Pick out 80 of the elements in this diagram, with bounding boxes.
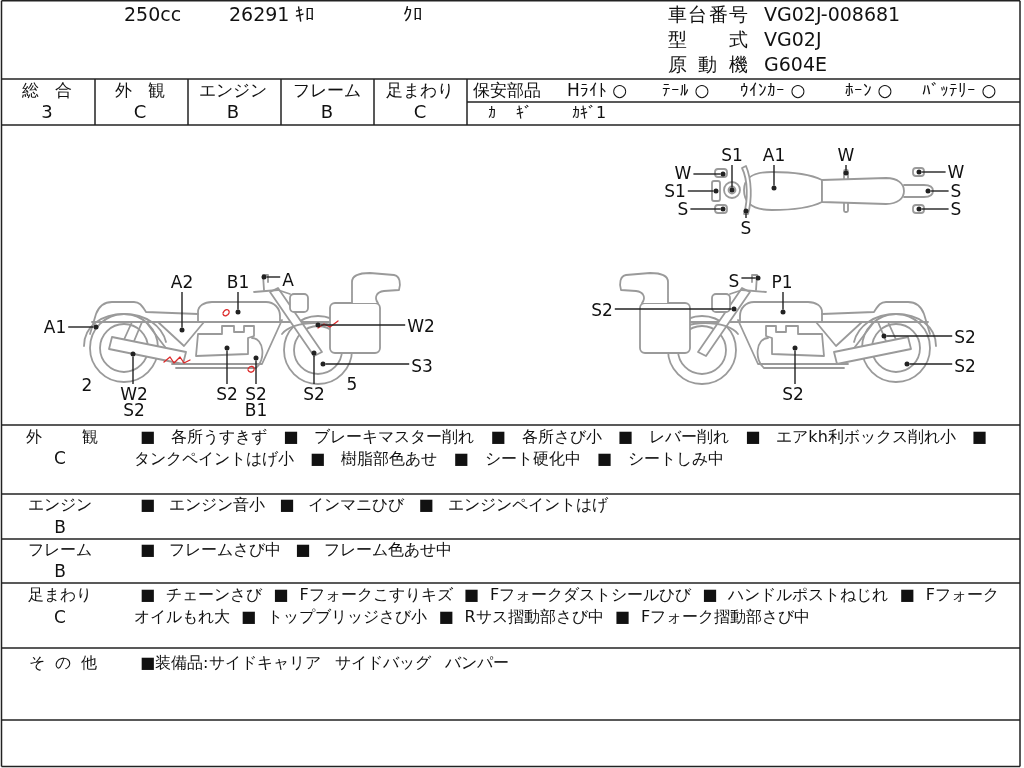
field-label: ｶ ｷﾞ <box>488 103 540 123</box>
field-value: ｶｷﾞ1 <box>572 103 607 123</box>
leader-line <box>908 363 953 365</box>
damage-code: S <box>740 220 752 236</box>
header-text: 26291 ｷﾛ <box>229 2 316 26</box>
damage-code: S2 <box>591 302 613 318</box>
damage-code: P1 <box>771 274 793 290</box>
field-label: 型 式 <box>668 27 748 51</box>
marker-dot <box>755 275 761 281</box>
damage-code: S <box>950 201 962 217</box>
marker-dot <box>881 333 887 339</box>
grade-value: B <box>54 560 66 582</box>
leader-line <box>687 190 715 192</box>
damage-code: S1 <box>664 183 686 199</box>
damage-code: S2 <box>122 402 146 418</box>
inspection-note: ■ チェーンさび ■ Fフォークこすりキズ ■ Fフォークダストシールひび ■ ハンドルポストねじれ ■ Fフォークオイルもれ大 ■ トップブリッジさび小 ■ Rサス摺動部さび中 ■ Fフォーク摺動部さび中 <box>134 584 1000 628</box>
damage-code: B1 <box>244 402 268 418</box>
inspection-note: ■ 各所うすきず ■ ブレーキマスター削れ ■ 各所さび小 ■ レバー削れ ■ エアkh利ボックス削れ小 ■ タンクペイントはげ小 ■ 樹脂部色あせ ■ シート硬化中 ■ シートしみ中 <box>134 426 988 470</box>
leader-line <box>885 335 953 337</box>
damage-code: A1 <box>762 147 786 163</box>
damage-code: S <box>677 201 689 217</box>
column-header: エンジン <box>199 79 267 101</box>
section-label: エンジン <box>28 495 92 515</box>
grade-value: C <box>133 101 147 123</box>
damage-code: S2 <box>782 386 804 402</box>
grade-value: B <box>320 101 334 123</box>
damage-code: S2 <box>954 358 976 374</box>
field-value: VG02J-008681 <box>764 2 901 26</box>
check-item: ﾃｰﾙ ○ <box>662 79 710 101</box>
grade-value: B <box>226 101 240 123</box>
grade-value: C <box>413 101 427 123</box>
column-header: 総 合 <box>22 79 72 101</box>
damage-code: S <box>950 183 962 199</box>
section-label: そ の 他 <box>29 653 97 673</box>
field-value: G604E <box>764 52 827 76</box>
column-header: 足まわり <box>386 79 454 101</box>
damage-code: S1 <box>721 147 743 163</box>
damage-code: S2 <box>244 386 268 402</box>
damage-code: W2 <box>407 318 435 334</box>
grade-value: C <box>54 447 66 469</box>
damage-code: S2 <box>216 386 238 402</box>
leader-line <box>614 308 733 310</box>
marker-dot <box>780 309 786 315</box>
damage-code: W2 <box>120 386 148 402</box>
damage-code: S2 <box>303 386 325 402</box>
damage-code: S3 <box>411 358 433 374</box>
leader-line <box>794 349 796 385</box>
leader-line <box>782 291 784 311</box>
damage-code: W <box>674 165 692 181</box>
check-item: ｳｲﾝｶｰ ○ <box>740 79 806 101</box>
field-value: VG02J <box>764 27 822 51</box>
field-label: 車台番号 <box>668 2 748 26</box>
damage-code: S <box>728 273 740 289</box>
section-label: 外 観 <box>26 427 98 447</box>
marker-dot <box>904 361 910 367</box>
inspection-note: ■装備品:サイドキャリア サイドバッグ バンパー <box>139 652 510 674</box>
field-label: 保安部品 <box>473 79 541 101</box>
check-item: Hﾗｲﾄ ○ <box>567 79 628 101</box>
grade-value: C <box>54 606 66 628</box>
column-header: フレーム <box>293 79 361 101</box>
marker-dot <box>731 306 737 312</box>
inspection-note: ■ エンジン音小 ■ インマニひび ■ エンジンペイントはげ <box>139 494 609 516</box>
grade-value: 3 <box>41 101 53 123</box>
damage-code: W <box>947 164 965 180</box>
column-header: 外 観 <box>115 79 165 101</box>
check-item: ﾎｰﾝ ○ <box>845 79 893 101</box>
section-label: フレーム <box>28 540 92 560</box>
field-label: 原 動 機 <box>668 52 748 76</box>
leader-line <box>740 277 757 279</box>
damage-code: W <box>837 147 855 163</box>
marker-dot <box>792 345 798 351</box>
leader-line <box>929 190 950 192</box>
check-item: ﾊﾞｯﾃﾘｰ ○ <box>922 79 997 101</box>
header-text: 250cc <box>124 2 182 26</box>
header-text: ｸﾛ <box>403 2 423 26</box>
inspection-note: ■ フレームさび中 ■ フレーム色あせ中 <box>139 539 454 561</box>
grade-value: B <box>54 516 66 538</box>
damage-code: A1 <box>43 319 67 335</box>
section-label: 足まわり <box>28 585 92 605</box>
damage-code: S2 <box>954 329 976 345</box>
